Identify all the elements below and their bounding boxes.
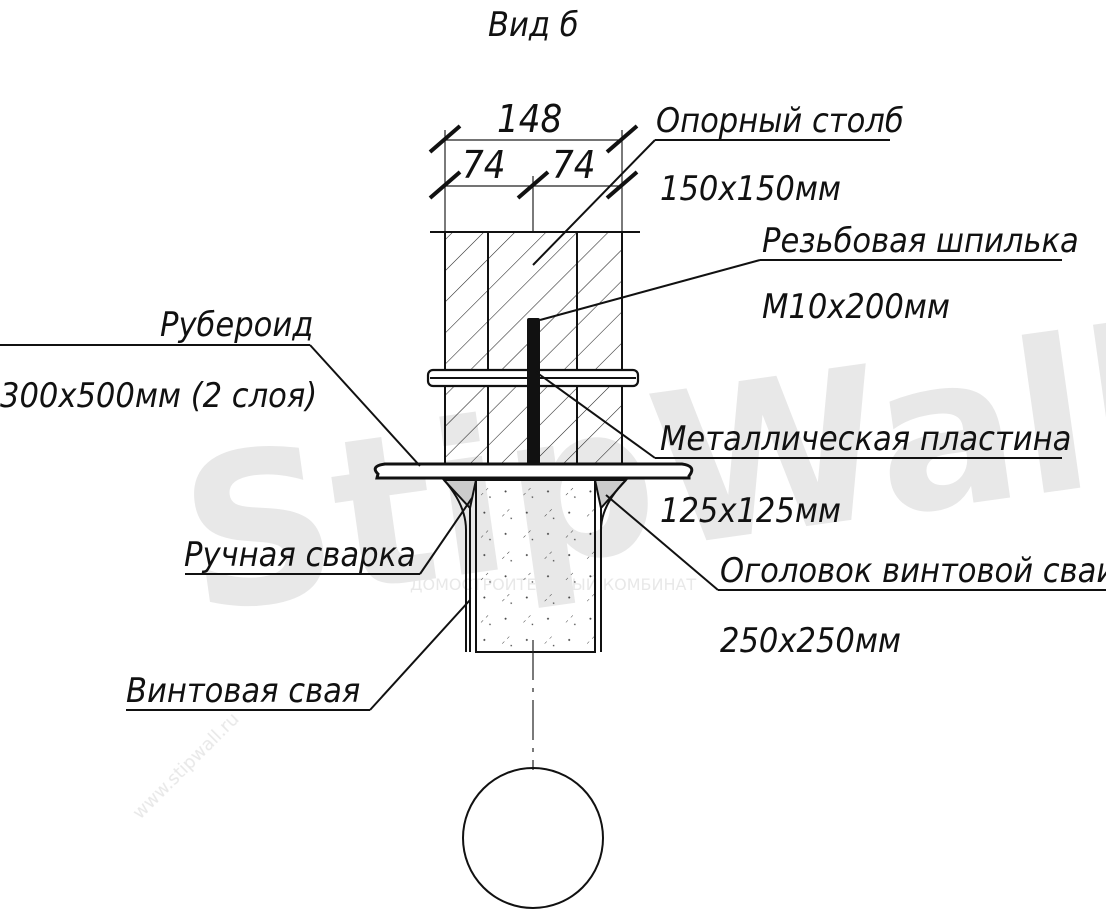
label-plate-name: Металлическая пластина: [660, 419, 1071, 459]
dimension-left-half: 74: [462, 143, 506, 187]
label-stud-name: Резьбовая шпилька: [762, 221, 1079, 261]
label-roofing-name: Рубероид: [160, 305, 313, 345]
label-roofing-size: 300х500мм (2 слоя): [0, 376, 317, 416]
weld-left: [441, 479, 478, 511]
label-welding: Ручная сварка: [184, 535, 416, 575]
screw-pile: [469, 479, 602, 653]
threaded-stud: [527, 318, 540, 468]
label-pile-head-name: Оголовок винтовой сваи: [720, 551, 1106, 591]
label-pile: Винтовая свая: [126, 671, 360, 711]
label-pile-head-size: 250х250мм: [720, 621, 901, 661]
dimension-total: 148: [497, 97, 562, 141]
watermark-site: www.stipwall.ru: [129, 709, 244, 824]
label-plate-size: 125х125мм: [660, 491, 841, 531]
leader-lines: [0, 139, 1106, 711]
view-title: Вид б: [488, 5, 579, 45]
label-stud-size: М10х200мм: [762, 287, 950, 327]
metal-plate: [373, 462, 694, 480]
label-post-size: 150х150мм: [660, 169, 841, 209]
dimension-right-half: 74: [552, 143, 596, 187]
dimension-lines: [428, 124, 639, 232]
pile-section-circle: [462, 767, 604, 909]
label-post-name: Опорный столб: [656, 101, 904, 141]
